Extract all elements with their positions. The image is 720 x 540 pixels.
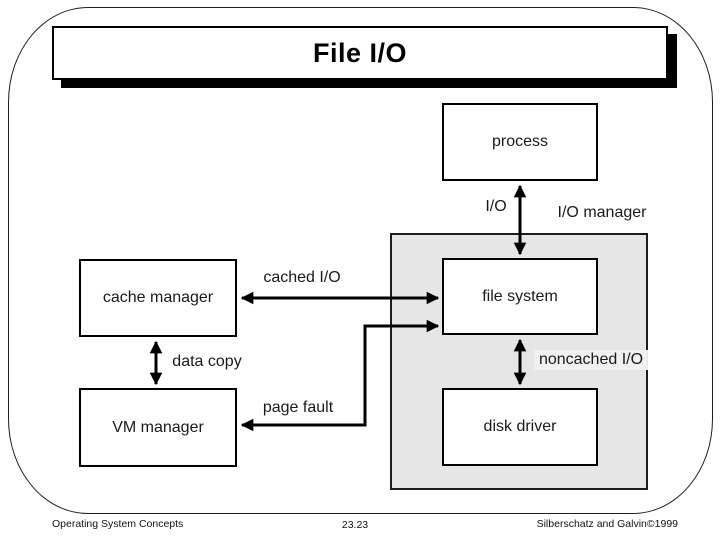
page-title: File I/O [312,37,408,68]
footer-authors: Silberschatz and Galvin©1999 [536,518,678,530]
node-cache-manager-label: cache manager [102,289,214,306]
node-process-label: process [491,133,549,150]
edge-label-page-fault: page fault [262,399,334,416]
node-vm-manager-label: VM manager [112,418,204,436]
slide-border [8,7,713,514]
footer-page-number: 23.23 [341,519,369,531]
edge-label-data-copy: data copy [172,353,242,370]
node-process: process [442,103,598,181]
node-file-system-label: file system [482,287,558,305]
node-vm-manager: VM manager [79,388,237,467]
node-disk-driver: disk driver [442,388,598,466]
node-file-system: file system [442,258,598,335]
edge-label-cached-io: cached I/O [263,269,341,286]
edge-label-io: I/O [485,198,507,215]
region-label-io-manager: I/O manager [557,204,647,221]
node-cache-manager: cache manager [79,259,237,337]
footer-course-title: Operating System Concepts [52,518,184,530]
node-disk-driver-label: disk driver [483,418,557,435]
title-box: File I/O [52,26,668,80]
page-fault-arrow [240,319,440,432]
edge-label-noncached-io: noncached I/O [533,350,649,370]
